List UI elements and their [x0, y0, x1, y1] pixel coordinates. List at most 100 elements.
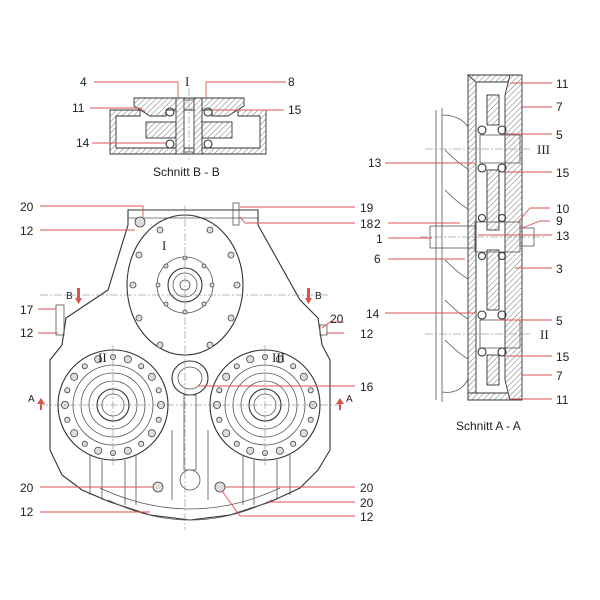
section-bb: I 4 11 14 8 15 Schnitt B - B	[72, 74, 302, 179]
label-10: 10	[556, 202, 570, 216]
section-b-arrow-right	[305, 288, 312, 304]
section-aa: III II 13 2 1 6 14 11 7 5 15 10 9 13 3 5…	[366, 74, 570, 433]
label-19: 19	[360, 201, 374, 215]
label-20-bottom-right: 20	[360, 481, 374, 495]
aa-gear-ii	[486, 354, 500, 386]
flange-bolt	[155, 387, 162, 394]
aa-gear-i-lower	[486, 249, 500, 311]
label-6: 6	[374, 252, 381, 266]
center-cover	[171, 360, 209, 396]
label-3: 3	[556, 262, 563, 276]
flange-bolt	[246, 355, 255, 364]
label-14: 14	[76, 136, 90, 150]
section-a-left: A	[28, 394, 35, 405]
bb-bearing	[203, 107, 213, 117]
flange-bolt	[94, 355, 103, 364]
label-5-top: 5	[556, 128, 563, 142]
flange-bolt	[290, 440, 297, 447]
flange-bolt	[138, 363, 145, 370]
aa-cover-right	[504, 74, 523, 401]
label-9: 9	[556, 214, 563, 228]
flange-bolt	[94, 446, 103, 455]
leader-18	[239, 216, 355, 224]
flange-bolt	[299, 372, 308, 381]
label-5-bottom: 5	[556, 314, 563, 328]
plug-20-bottom-left	[152, 481, 164, 493]
bb-gear-left	[145, 121, 177, 139]
leader-12-bottom-right	[221, 490, 355, 517]
label-20-bottom: 20	[20, 481, 34, 495]
dipstick-17	[55, 304, 65, 336]
flange-bolt	[81, 440, 88, 447]
label-7-bottom: 7	[556, 369, 563, 383]
flange-bolt	[123, 446, 132, 455]
breather-19	[232, 202, 240, 226]
label-15: 15	[288, 103, 302, 117]
flange-bolt	[155, 416, 162, 423]
flange-bolt	[233, 363, 240, 370]
section-b-left: B	[66, 291, 73, 302]
aa-caption: Schnitt A - A	[456, 419, 521, 433]
bb-shaft-left	[175, 97, 185, 155]
leader-9	[521, 220, 550, 229]
roman-iii: III	[272, 350, 285, 365]
bolts-shaft-ii	[61, 353, 165, 456]
label-16: 16	[360, 380, 374, 394]
leader-20-right	[321, 321, 344, 329]
flange-bolt	[147, 429, 156, 438]
label-13-upper: 13	[368, 156, 382, 170]
label-7-top: 7	[556, 100, 563, 114]
bb-casing	[109, 109, 267, 155]
label-12-right: 12	[360, 327, 374, 341]
roman-i: I	[162, 238, 166, 253]
section-b-right: B	[315, 291, 322, 302]
flange-bolt	[233, 440, 240, 447]
housing-outline	[49, 209, 331, 521]
bb-bearing	[165, 107, 175, 117]
label-18: 18	[360, 217, 374, 231]
housing-ribs	[89, 455, 291, 505]
roman-ii: II	[98, 350, 107, 365]
label-4: 4	[80, 75, 87, 89]
flange-bolt	[216, 416, 223, 423]
leader-20-top	[40, 205, 144, 217]
flange-bolt	[222, 429, 231, 438]
flange-bolt	[307, 416, 314, 423]
flange-bolt	[216, 387, 223, 394]
label-12-bottom: 12	[20, 505, 34, 519]
flange-bolt	[290, 363, 297, 370]
leader-4	[94, 81, 179, 98]
bb-shaft-right	[193, 97, 203, 155]
label-15-top: 15	[556, 166, 570, 180]
label-12-bottom-right: 12	[360, 510, 374, 524]
flange-bolt	[246, 446, 255, 455]
flange-bolt	[70, 372, 79, 381]
bb-caption: Schnitt B - B	[153, 165, 220, 179]
label-12-mid: 12	[20, 326, 34, 340]
aa-roman-ii: II	[540, 327, 549, 342]
flange-bolt	[307, 387, 314, 394]
plug-20-top	[134, 216, 146, 228]
aa-gear-iii	[486, 94, 500, 126]
label-12-top: 12	[20, 224, 34, 238]
label-11-bottom: 11	[556, 393, 569, 407]
flange-bolt	[123, 355, 132, 364]
flange-bolt	[147, 372, 156, 381]
label-17: 17	[20, 303, 34, 317]
flange-bolt	[70, 429, 79, 438]
front-view: I II III	[20, 200, 374, 530]
bb-roman-label: I	[185, 74, 189, 89]
label-20-right: 20	[330, 312, 344, 326]
plug-20-right	[319, 324, 328, 336]
label-11: 11	[72, 101, 85, 115]
bolts-shaft-iii	[212, 353, 317, 456]
label-14-aa: 14	[366, 307, 380, 321]
aa-gear-i	[486, 169, 500, 231]
label-1: 1	[376, 232, 383, 246]
flange-bolt	[64, 416, 71, 423]
leader-10	[517, 207, 550, 223]
aa-roman-iii: III	[537, 142, 550, 157]
bb-gear-right	[201, 121, 233, 139]
flange-bolt	[275, 355, 284, 364]
